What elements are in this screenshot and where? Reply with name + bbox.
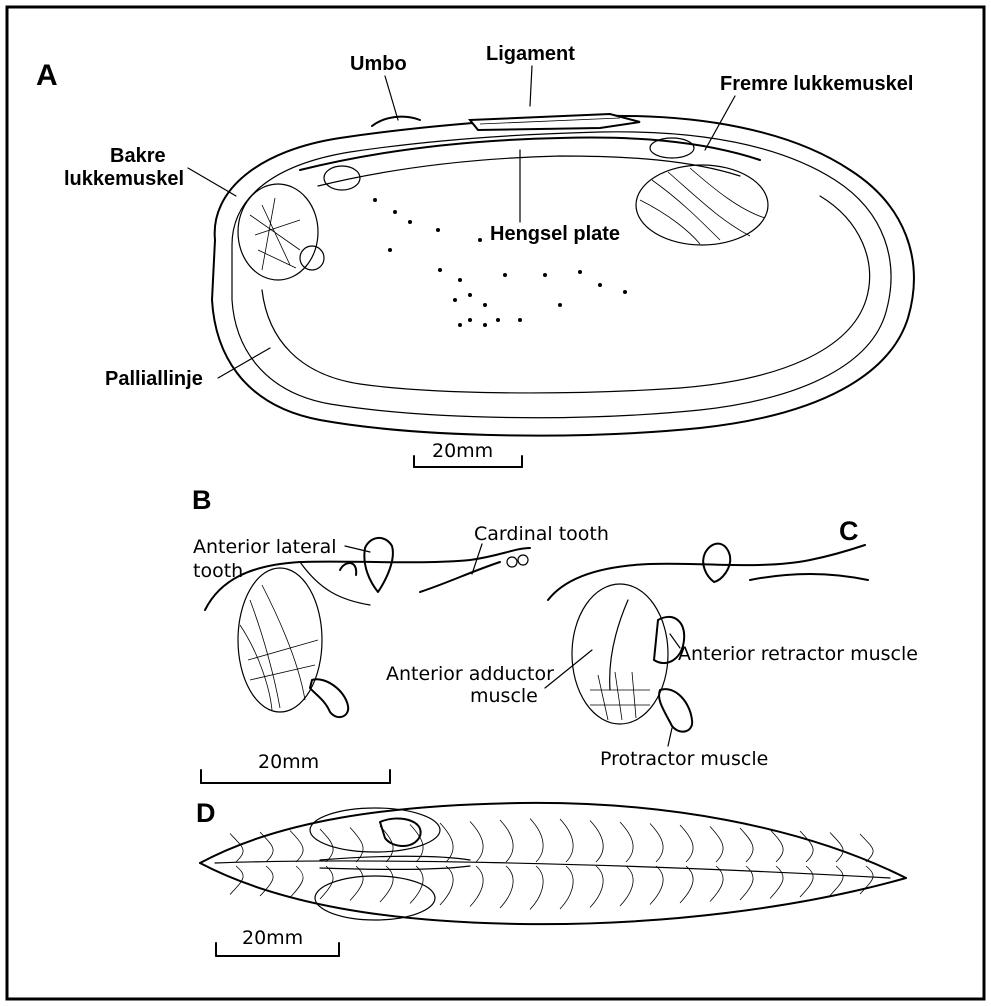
growth-line bbox=[500, 866, 513, 908]
growth-line bbox=[530, 866, 543, 910]
panel-c: C Anterior adductor muscle Anterior retr… bbox=[386, 516, 918, 770]
label-anterior-lateral-line2: tooth bbox=[193, 560, 243, 582]
panel-b: B Anterior lateral tooth Cardinal tooth … bbox=[192, 485, 609, 783]
panel-c-letter: C bbox=[839, 516, 859, 546]
panel-b-letter: B bbox=[192, 485, 212, 515]
growth-line bbox=[320, 829, 333, 862]
dorsal-view-shell bbox=[200, 803, 906, 924]
growth-line bbox=[440, 823, 453, 862]
label-protractor: Protractor muscle bbox=[600, 748, 768, 770]
growth-line bbox=[650, 866, 663, 905]
label-ligament: Ligament bbox=[486, 43, 575, 65]
label-anterior-retractor: Anterior retractor muscle bbox=[678, 643, 918, 665]
scale-label-d: 20mm bbox=[242, 927, 303, 949]
growth-line bbox=[800, 866, 813, 897]
label-bakre-line1: Bakre bbox=[110, 145, 166, 167]
panel-a-letter: A bbox=[36, 59, 58, 92]
growth-line bbox=[560, 866, 573, 909]
label-anterior-adductor-line1: Anterior adductor bbox=[386, 663, 554, 685]
label-hengsel-plate: Hengsel plate bbox=[490, 223, 620, 245]
scale-bar-a: 20mm bbox=[414, 440, 522, 467]
growth-line bbox=[290, 866, 303, 898]
panel-a: A bbox=[36, 43, 914, 467]
label-cardinal-tooth: Cardinal tooth bbox=[474, 523, 609, 545]
growth-line bbox=[770, 866, 783, 899]
growth-line bbox=[800, 831, 813, 862]
growth-line bbox=[680, 866, 693, 903]
growth-line bbox=[500, 820, 513, 862]
panel-d-letter: D bbox=[196, 798, 216, 828]
growth-line bbox=[740, 828, 753, 862]
label-bakre-line2: lukkemuskel bbox=[64, 168, 184, 190]
growth-line bbox=[620, 866, 633, 906]
growth-line bbox=[470, 866, 483, 907]
growth-line bbox=[380, 866, 393, 902]
growth-line bbox=[350, 866, 363, 901]
growth-line bbox=[710, 866, 723, 902]
label-palliallinje: Palliallinje bbox=[105, 368, 203, 390]
scale-label-b: 20mm bbox=[258, 751, 319, 773]
growth-line bbox=[680, 825, 693, 862]
growth-line bbox=[470, 822, 483, 863]
growth-line bbox=[530, 819, 543, 863]
growth-line bbox=[620, 822, 633, 862]
growth-line bbox=[410, 866, 423, 904]
label-fremre-lukkemuskel: Fremre lukkemuskel bbox=[720, 73, 913, 95]
label-umbo: Umbo bbox=[350, 53, 407, 75]
scale-bar-b: 20mm bbox=[201, 751, 390, 783]
shell-interior-view bbox=[212, 114, 914, 436]
label-anterior-lateral-line1: Anterior lateral bbox=[193, 536, 337, 558]
growth-line bbox=[590, 821, 603, 863]
growth-line bbox=[650, 824, 663, 863]
growth-line bbox=[560, 819, 573, 862]
growth-line bbox=[590, 866, 603, 908]
growth-line bbox=[440, 866, 453, 905]
hinge-detail-c bbox=[548, 544, 868, 732]
growth-line bbox=[290, 831, 303, 863]
scale-label-a: 20mm bbox=[432, 440, 493, 462]
label-anterior-adductor-line2: muscle bbox=[470, 685, 538, 707]
scale-bar-d: 20mm bbox=[216, 927, 339, 956]
panel-d: D 20mm bbox=[196, 798, 906, 956]
growth-line bbox=[710, 827, 723, 863]
growth-line bbox=[770, 830, 783, 863]
growth-line bbox=[830, 866, 843, 896]
